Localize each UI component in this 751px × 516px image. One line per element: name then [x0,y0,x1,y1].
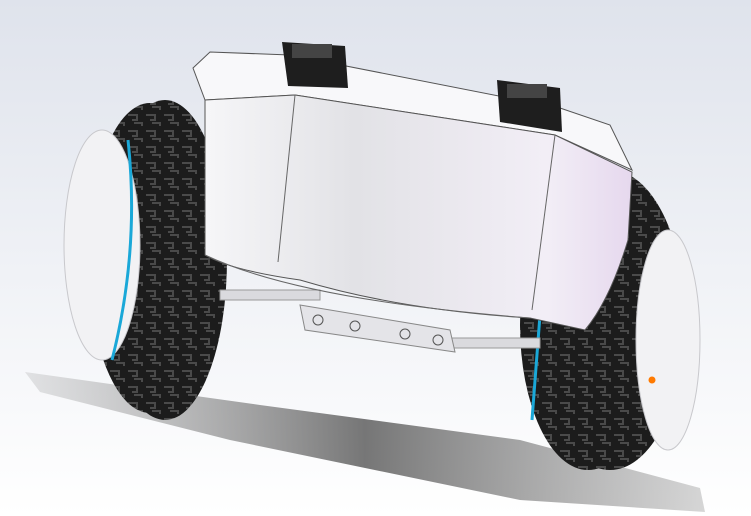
ground-shadow [25,372,705,512]
body-edge [531,134,556,311]
suspension-linkage [219,289,541,353]
right-hub [635,229,701,451]
linkage-plate [299,304,456,353]
left-sensor [282,42,348,88]
left-rim-accent [110,139,134,361]
right-sensor [497,80,562,132]
marker-dot [648,376,656,384]
left-wheel-assembly[interactable] [63,100,227,420]
right-rim-accent [530,314,542,421]
left-hub [63,129,141,361]
left-rod [219,289,321,301]
body-edge [277,94,296,263]
